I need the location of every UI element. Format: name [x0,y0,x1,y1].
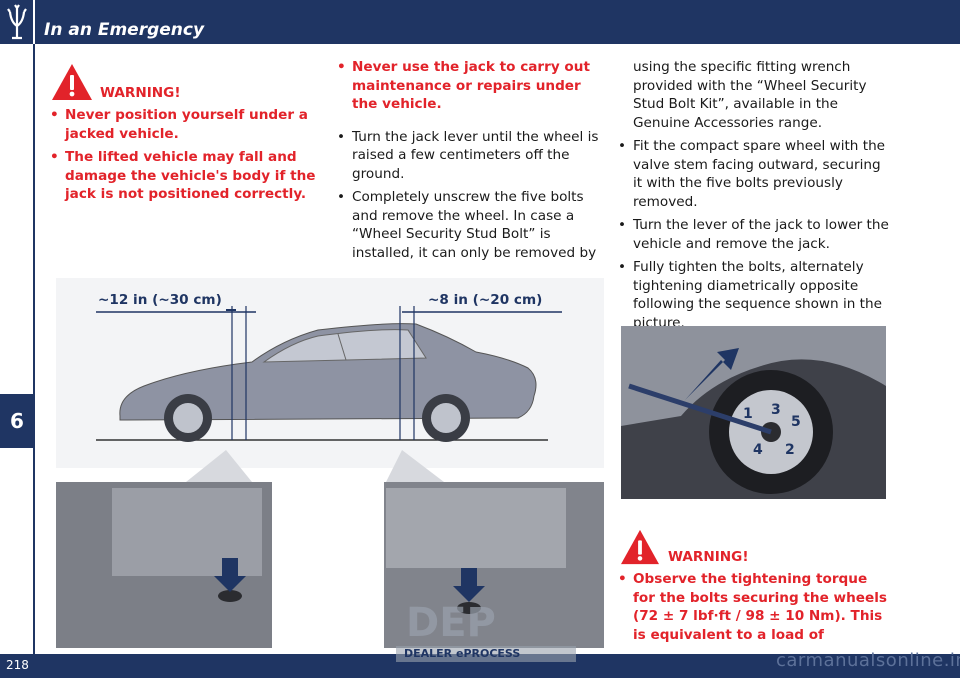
header-divider [33,0,35,44]
dealer-eprocess-logo: DEP DEALER ePROCESS [396,590,576,662]
warning-triangle-icon [621,529,659,565]
rear-jack-distance-label: ~8 in (~20 cm) [428,292,543,308]
instruction-item: Turn the lever of the jack to lower the … [618,216,890,253]
warning-item: Never use the jack to carry out maintena… [337,58,602,114]
bolt-number: 5 [791,414,801,430]
instruction-item: Completely unscrew the five bolts and re… [337,188,602,262]
front-jack-distance-label: ~12 in (~30 cm) [98,292,222,308]
column-2: Never use the jack to carry out maintena… [337,58,602,267]
column-1: WARNING! Never position yourself under a… [50,62,325,209]
bolt-number: 3 [771,402,781,418]
column-3-warning: WARNING! Observe the tightening torque f… [618,528,890,649]
instruction-item: Turn the jack lever until the wheel is r… [337,128,602,184]
warning-item: The lifted vehicle may fall and damage t… [50,148,325,204]
svg-text:DEP: DEP [406,600,496,646]
warning-item: Never position yourself under a jacked v… [50,106,325,143]
sidebar-rule [33,44,35,654]
watermark-text: carmanualsonline.info [776,650,960,671]
page-number: 218 [6,658,29,672]
instruction-item: Fully tighten the bolts, alternately tig… [618,258,890,332]
warning-label: WARNING! [668,548,749,565]
bolt-sequence-figure: 1 3 5 4 2 [621,326,886,499]
section-title: In an Emergency [44,20,205,40]
warning-heading: WARNING! [618,528,890,566]
instruction-item: Fit the compact spare wheel with the val… [618,137,890,211]
warning-triangle-icon [52,64,92,100]
page-header [0,0,960,44]
bolt-number: 2 [785,442,795,458]
warning-item: Observe the tightening torque for the bo… [618,570,890,644]
warning-heading: WARNING! [50,62,325,102]
chapter-tab[interactable]: 6 [0,394,34,448]
jacking-points-figure: ~12 in (~30 cm) ~8 in (~20 cm) [56,278,604,648]
bolt-number: 1 [743,406,753,422]
column-3: using the specific fitting wrench provid… [618,58,890,337]
bolt-number: 4 [753,442,763,458]
trident-logo-icon [7,4,27,40]
warning-label: WARNING! [100,84,181,101]
instruction-item: using the specific fitting wrench provid… [633,59,867,131]
